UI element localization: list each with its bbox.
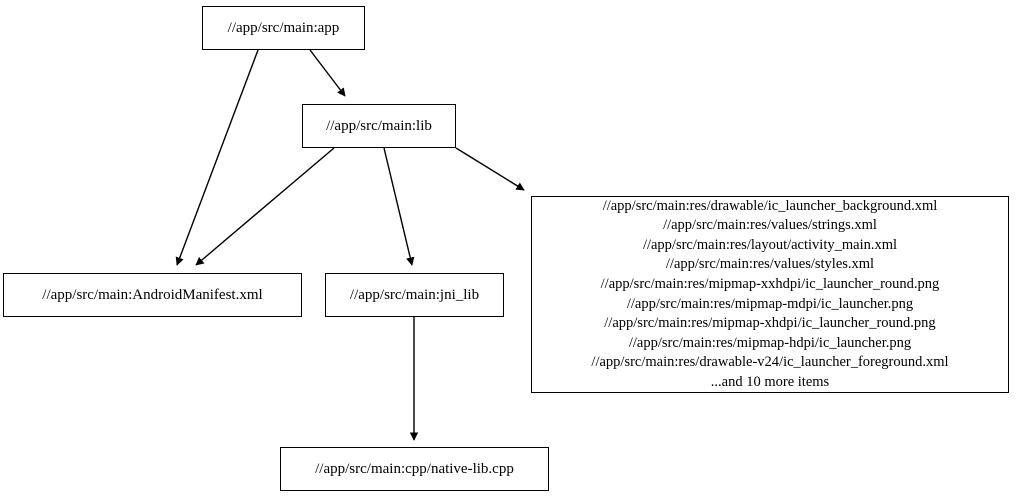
node-app[interactable]: //app/src/main:app xyxy=(202,6,365,50)
node-app-label: //app/src/main:app xyxy=(227,19,340,36)
node-res-group[interactable]: //app/src/main:res/drawable/ic_launcher_… xyxy=(531,196,1009,393)
node-android-manifest[interactable]: //app/src/main:AndroidManifest.xml xyxy=(3,273,302,317)
node-lib-label: //app/src/main:lib xyxy=(326,117,432,134)
node-android-manifest-label: //app/src/main:AndroidManifest.xml xyxy=(42,286,263,303)
node-lib[interactable]: //app/src/main:lib xyxy=(302,104,456,148)
edge-lib-to-jni-lib xyxy=(383,147,415,266)
edge-lib-to-res xyxy=(455,147,525,191)
node-res-group-label: //app/src/main:res/drawable/ic_launcher_… xyxy=(591,197,949,390)
node-jni-lib-label: //app/src/main:jni_lib xyxy=(349,286,480,303)
node-native-lib-cpp[interactable]: //app/src/main:cpp/native-lib.cpp xyxy=(280,447,549,491)
edge-app-to-manifest xyxy=(175,49,259,266)
node-jni-lib[interactable]: //app/src/main:jni_lib xyxy=(325,273,504,317)
node-native-lib-cpp-label: //app/src/main:cpp/native-lib.cpp xyxy=(315,460,514,477)
edge-lib-to-manifest xyxy=(195,147,335,266)
edge-app-to-lib xyxy=(309,49,346,97)
